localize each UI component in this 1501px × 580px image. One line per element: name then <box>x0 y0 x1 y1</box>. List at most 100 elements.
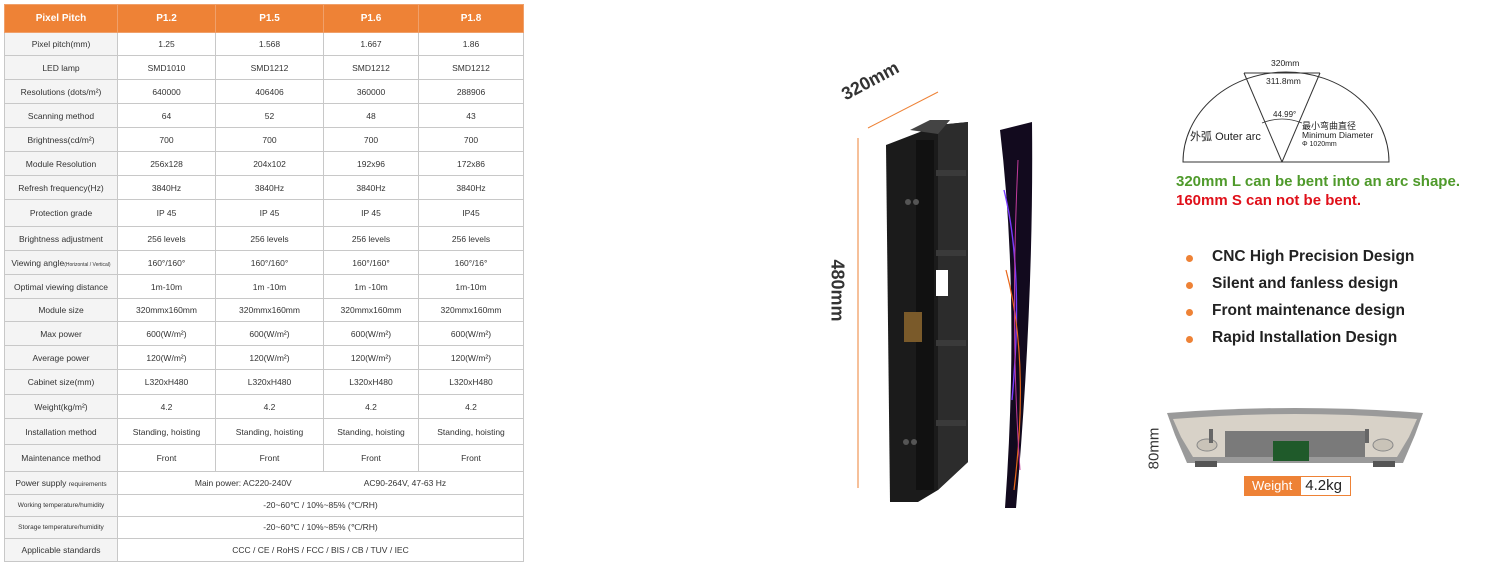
row-label-text: Weight(kg/m²) <box>34 401 88 412</box>
row-label-text: Cabinet size(mm) <box>27 377 95 387</box>
table-cell: 600(W/m²) <box>117 321 216 346</box>
table-cell: 120(W/m²) <box>323 345 419 370</box>
table-row: Storage temperature/humidity -20~60℃ / 1… <box>4 516 524 539</box>
arc-radius-right <box>1281 72 1321 163</box>
row-label-text: Max power <box>40 328 82 339</box>
header-cell: P1.5 <box>215 4 324 33</box>
table-cell: 256 levels <box>117 226 216 251</box>
table-cell: 1.568 <box>215 32 324 56</box>
row-label-text: Module Resolution <box>25 158 97 169</box>
row-label-text: Average power <box>32 352 90 363</box>
row-label: LED lamp <box>4 55 118 80</box>
outer-arc-en: Outer arc <box>1215 131 1261 143</box>
table-cell: 3840Hz <box>323 175 419 200</box>
bullet-icon <box>1186 255 1193 262</box>
row-label: Brightness adjustment <box>4 226 118 251</box>
table-row: Applicable standards CCC / CE / RoHS / F… <box>4 538 524 562</box>
feature-text: Front maintenance design <box>1212 302 1405 319</box>
row-label-text: LED lamp <box>42 62 80 73</box>
weight-value: 4.2kg <box>1300 476 1351 496</box>
row-label-text: Pixel pitch(mm) <box>31 39 91 49</box>
header-cell: P1.6 <box>323 4 419 33</box>
table-cell: 160°/160° <box>215 250 324 275</box>
row-label: Protection grade <box>4 199 118 227</box>
row-label: Resolutions (dots/m²) <box>4 79 118 104</box>
table-cell: 4.2 <box>418 394 524 419</box>
row-label: Storage temperature/humidity <box>4 516 118 539</box>
min-diameter-cn: 最小弯曲直径 <box>1302 121 1357 131</box>
table-cell: Standing, hoisting <box>323 418 419 445</box>
table-row: Viewing angle(Horizontal / Vertical)160°… <box>4 250 524 275</box>
table-cell: Standing, hoisting <box>418 418 524 445</box>
row-label: Module size <box>4 298 118 322</box>
row-label: Viewing angle(Horizontal / Vertical) <box>4 250 118 275</box>
table-cell: 640000 <box>117 79 216 104</box>
bend-capable-note: 320mm L can be bent into an arc shape. <box>1176 173 1460 190</box>
bullet-icon <box>1186 336 1193 343</box>
table-cell: IP45 <box>418 199 524 227</box>
row-label: Working temperature/humidity <box>4 494 118 517</box>
cabinet-side-profile <box>1167 408 1423 467</box>
weight-badge: Weight 4.2kg <box>1244 476 1351 496</box>
arc-outer-length: 320mm <box>1271 58 1300 68</box>
table-cell: 256 levels <box>215 226 324 251</box>
table-cell: IP 45 <box>323 199 419 227</box>
row-label-text: Viewing angle <box>11 257 65 268</box>
table-cell: SMD1212 <box>215 55 324 80</box>
spec-table: Pixel Pitch P1.2 P1.5 P1.6 P1.8 Pixel pi… <box>4 4 524 562</box>
row-label: Maintenance method <box>4 444 118 472</box>
table-cell: CCC / CE / RoHS / FCC / BIS / CB / TUV /… <box>117 538 524 562</box>
table-cell: 320mmx160mm <box>117 298 216 322</box>
table-cell: 4.2 <box>323 394 419 419</box>
table-row: Power supply requirements Main power: AC… <box>4 471 524 495</box>
table-cell: 160°/160° <box>323 250 419 275</box>
table-cell: -20~60℃ / 10%~85% (℃/RH) <box>117 494 524 517</box>
table-cell: 700 <box>418 127 524 152</box>
power-alt: AC90-264V, 47-63 Hz <box>363 478 447 488</box>
bend-incapable-note: 160mm S can not be bent. <box>1176 192 1362 209</box>
table-cell: 172x86 <box>418 151 524 176</box>
table-cell: Standing, hoisting <box>117 418 216 445</box>
header-cell: P1.8 <box>418 4 524 33</box>
power-main: Main power: AC220-240V <box>194 478 292 488</box>
header-cell: Pixel Pitch <box>4 4 118 33</box>
table-cell: -20~60℃ / 10%~85% (℃/RH) <box>117 516 524 539</box>
row-label-text: Brightness(cd/m²) <box>27 134 95 145</box>
outer-arc-label: 外弧 Outer arc <box>1190 128 1261 144</box>
row-label-text: Power supply <box>15 478 67 488</box>
row-label-small: requirements <box>68 481 107 488</box>
table-cell: 160°/16° <box>418 250 524 275</box>
list-item: Silent and fanless design <box>1186 272 1414 299</box>
table-cell: 600(W/m²) <box>418 321 524 346</box>
feature-text: CNC High Precision Design <box>1212 248 1415 265</box>
row-label-text: Resolutions (dots/m²) <box>20 86 102 97</box>
profile-height-label: 80mm <box>1145 427 1163 470</box>
table-cell: 4.2 <box>117 394 216 419</box>
table-cell: Front <box>215 444 324 472</box>
row-label: Scanning method <box>4 103 118 128</box>
table-cell: 256 levels <box>418 226 524 251</box>
table-cell: 700 <box>117 127 216 152</box>
table-cell: 700 <box>323 127 419 152</box>
table-cell: 1.25 <box>117 32 216 56</box>
row-label: Weight(kg/m²) <box>4 394 118 419</box>
arc-inner-length: 311.8mm <box>1266 76 1301 86</box>
table-cell: L320xH480 <box>215 369 324 395</box>
table-cell: 360000 <box>323 79 419 104</box>
row-label: Power supply requirements <box>4 471 118 495</box>
bullet-icon <box>1186 309 1193 316</box>
table-cell: 160°/160° <box>117 250 216 275</box>
table-cell: 1m-10m <box>418 274 524 299</box>
table-cell: 3840Hz <box>117 175 216 200</box>
list-item: CNC High Precision Design <box>1186 245 1415 272</box>
